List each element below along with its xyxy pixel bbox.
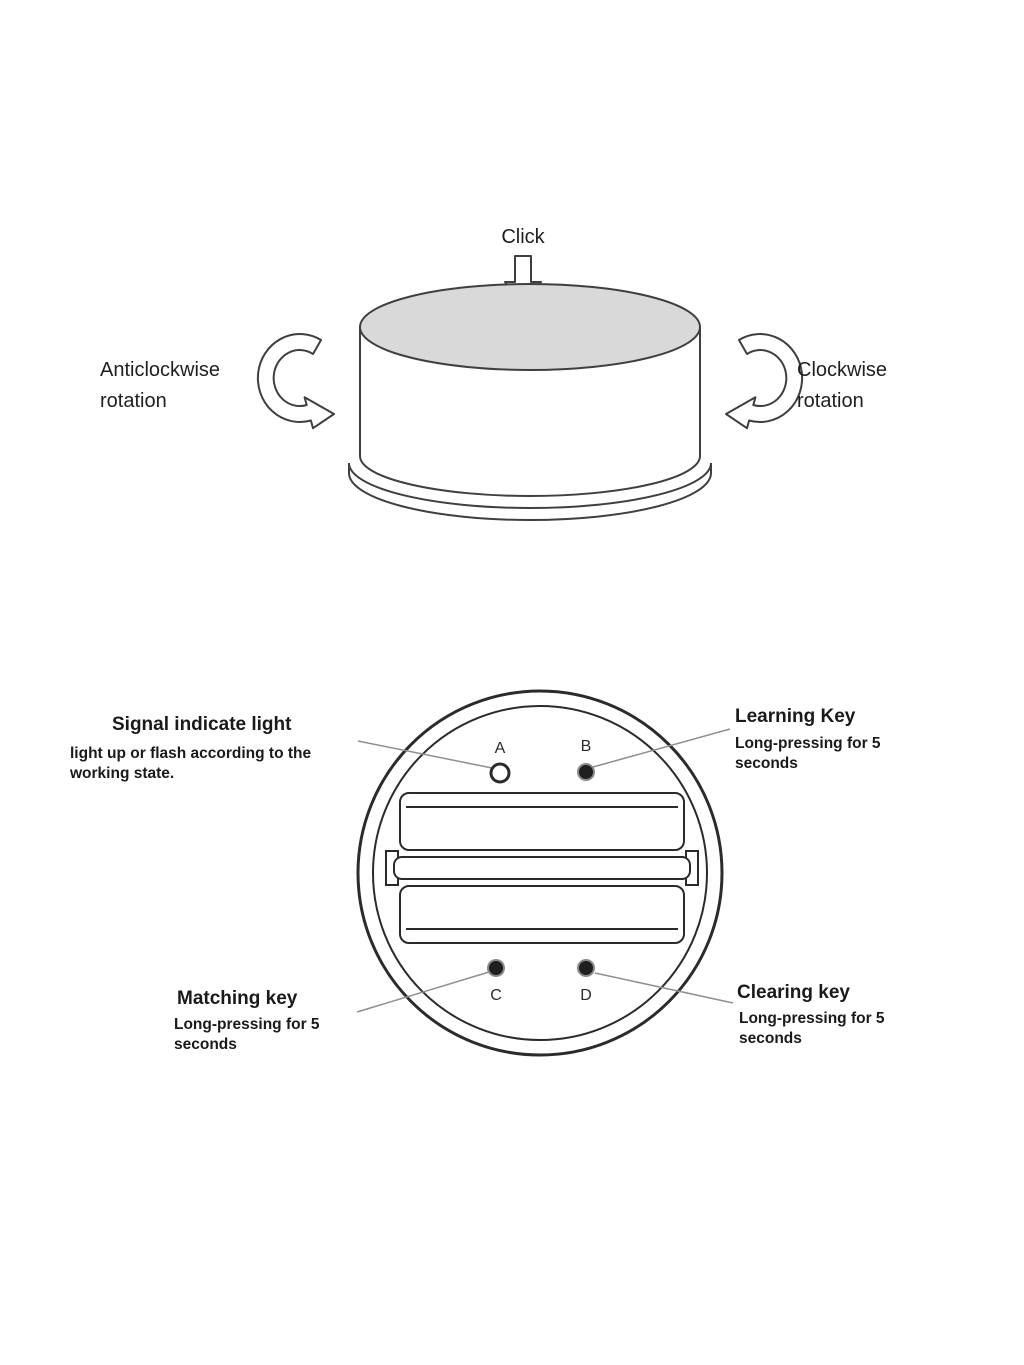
point-label-c: C xyxy=(490,987,502,1004)
knob-bottom-curve xyxy=(359,455,701,497)
clearing-key-description: Long-pressing for 5 seconds xyxy=(739,1010,885,1047)
annotation-leader-lines xyxy=(356,728,734,1013)
matching-key-title: Matching key xyxy=(177,988,298,1009)
clearing-key-title: Clearing key xyxy=(737,982,850,1003)
battery-compartment xyxy=(385,792,699,944)
point-label-b: B xyxy=(581,738,592,755)
signal-light-a xyxy=(489,762,511,784)
anticlockwise-arrow-icon xyxy=(256,333,335,430)
point-label-a: A xyxy=(495,740,506,757)
base-inner-ring xyxy=(372,705,708,1041)
battery-slot-bottom xyxy=(399,885,685,944)
knob-top-face xyxy=(359,283,701,371)
learning-key-description: Long-pressing for 5 seconds xyxy=(735,735,881,772)
matching-key-description: Long-pressing for 5 seconds xyxy=(174,1016,320,1053)
signal-light-leader-line xyxy=(357,740,493,769)
clockwise-arrow-icon xyxy=(725,333,804,430)
signal-light-description: light up or flash according to the worki… xyxy=(70,745,312,782)
clockwise-rotation-label: Clockwise rotation xyxy=(797,359,888,412)
signal-light-title: Signal indicate light xyxy=(112,714,292,735)
matching-key-leader-line xyxy=(356,971,490,1013)
learning-key-leader-line xyxy=(592,728,731,768)
matching-key-c xyxy=(487,959,505,977)
anticlockwise-rotation-label: Anticlockwise rotation xyxy=(100,359,221,412)
battery-center-bar xyxy=(393,856,691,880)
base-outer-ring xyxy=(356,689,724,1057)
learning-key-b xyxy=(577,763,595,781)
knob-base-edges xyxy=(348,463,712,473)
knob-base-lower-rim xyxy=(348,472,712,521)
point-label-d: D xyxy=(580,987,592,1004)
learning-key-title: Learning Key xyxy=(735,706,856,727)
device-base-illustration xyxy=(356,689,724,1057)
knob-illustration xyxy=(348,283,712,521)
battery-slot-top xyxy=(399,792,685,851)
clearing-key-d xyxy=(577,959,595,977)
knob-base-upper-rim xyxy=(348,462,712,509)
click-label: Click xyxy=(501,226,545,248)
knob-side-walls xyxy=(359,327,701,456)
clearing-key-leader-line xyxy=(594,972,734,1004)
